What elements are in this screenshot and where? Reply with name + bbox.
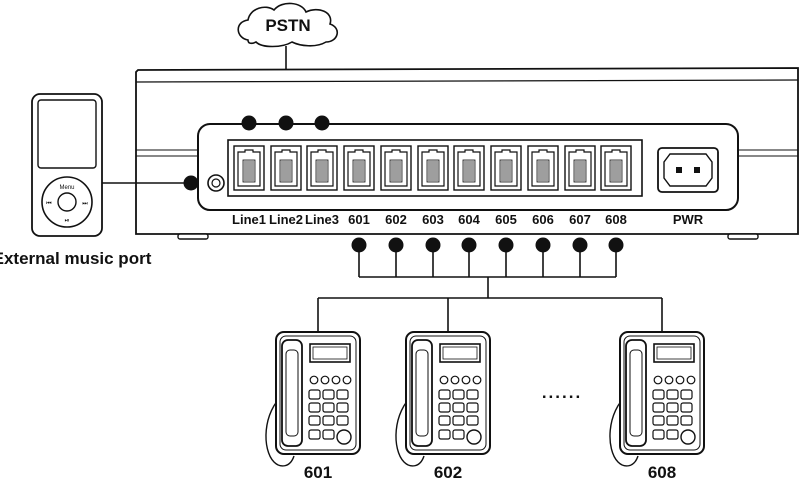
port-label-line1: Line1 bbox=[232, 212, 266, 227]
jack-607 bbox=[564, 145, 596, 191]
jack-608 bbox=[600, 145, 632, 191]
line-dot-3 bbox=[314, 115, 330, 131]
jack-602 bbox=[380, 145, 412, 191]
port-label-607: 607 bbox=[569, 212, 591, 227]
extension-dot-605 bbox=[498, 237, 514, 253]
extension-dot-603 bbox=[425, 237, 441, 253]
play-pause-icon: ⏯ bbox=[65, 218, 70, 224]
jack-604 bbox=[453, 145, 485, 191]
telephone-label-601: 601 bbox=[304, 463, 332, 481]
jack-601 bbox=[343, 145, 375, 191]
phone-display bbox=[309, 343, 351, 363]
line-dot-1 bbox=[241, 115, 257, 131]
port-label-602: 602 bbox=[385, 212, 407, 227]
port-label-608: 608 bbox=[605, 212, 627, 227]
jack-606 bbox=[527, 145, 559, 191]
port-label-line3: Line3 bbox=[305, 212, 339, 227]
extension-dot-608 bbox=[608, 237, 624, 253]
extension-dot-601 bbox=[351, 237, 367, 253]
more-phones-ellipsis: ...... bbox=[542, 383, 582, 402]
telephone-602: 602 bbox=[395, 331, 491, 481]
port-label-603: 603 bbox=[422, 212, 444, 227]
port-label-604: 604 bbox=[458, 212, 480, 227]
external-music-port-label: External music port bbox=[0, 249, 152, 268]
jack-line2 bbox=[270, 145, 302, 191]
pstn-cloud: PSTN bbox=[237, 2, 338, 48]
pstn-label: PSTN bbox=[265, 16, 310, 35]
extension-dot-604 bbox=[461, 237, 477, 253]
extension-dot-607 bbox=[572, 237, 588, 253]
port-label-606: 606 bbox=[532, 212, 554, 227]
jack-line3 bbox=[306, 145, 338, 191]
music-player: Menu ⏮ ⏭ ⏯ bbox=[31, 93, 103, 237]
telephones: 601 602 608 bbox=[265, 331, 705, 481]
port-label-line2: Line2 bbox=[269, 212, 303, 227]
next-icon: ⏭ bbox=[82, 201, 88, 207]
telephone-label-602: 602 bbox=[434, 463, 462, 481]
telephone-608: 608 bbox=[609, 331, 705, 481]
extension-dot-602 bbox=[388, 237, 404, 253]
power-socket bbox=[657, 147, 719, 193]
telephone-601: 601 bbox=[265, 331, 361, 481]
handset bbox=[281, 339, 303, 447]
phone-display bbox=[439, 343, 481, 363]
phone-display bbox=[653, 343, 695, 363]
port-label-601: 601 bbox=[348, 212, 370, 227]
menu-label: Menu bbox=[59, 185, 74, 191]
connection-dots bbox=[183, 115, 624, 253]
power-label: PWR bbox=[673, 212, 704, 227]
jack-605 bbox=[490, 145, 522, 191]
jack-603 bbox=[417, 145, 449, 191]
music-port-dot bbox=[183, 175, 199, 191]
port-label-605: 605 bbox=[495, 212, 517, 227]
rj11-jacks bbox=[233, 145, 632, 191]
handset bbox=[411, 339, 433, 447]
extension-wiring bbox=[317, 252, 663, 332]
jack-line1 bbox=[233, 145, 265, 191]
telephone-label-608: 608 bbox=[648, 463, 676, 481]
handset bbox=[625, 339, 647, 447]
previous-icon: ⏮ bbox=[46, 201, 52, 207]
extension-dot-606 bbox=[535, 237, 551, 253]
line-dot-2 bbox=[278, 115, 294, 131]
